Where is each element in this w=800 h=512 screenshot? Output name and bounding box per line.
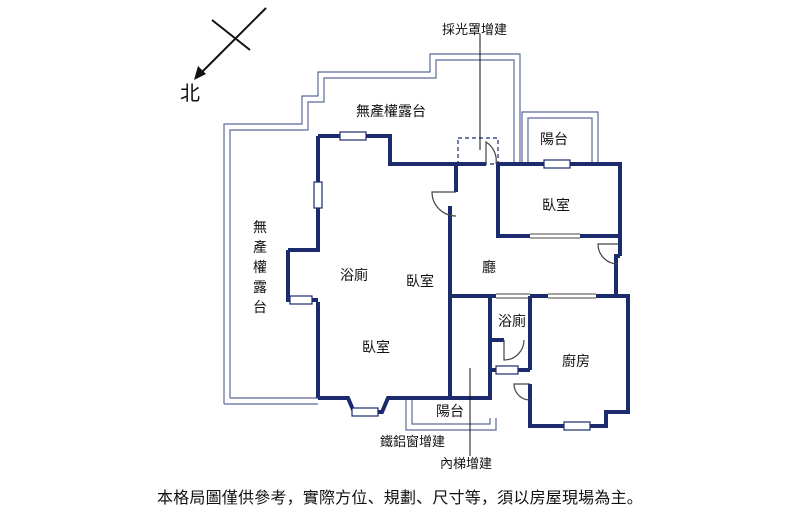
skylight-extension-label: 採光罩增建 [442, 23, 507, 38]
compass-arrowhead-icon [194, 66, 206, 80]
compass-north-label: 北 [180, 81, 200, 105]
aluminum-window-extension-label: 鐵鋁窗增建 [380, 434, 445, 450]
compass: 北 [180, 7, 267, 105]
door-swings [431, 140, 619, 401]
room-label-terrace-left: 無產權露台 [253, 220, 267, 316]
compass-cross-icon [211, 19, 251, 51]
room-label-bedroom-bottom-left: 臥室 [362, 339, 390, 356]
windows [289, 131, 591, 431]
room-label-bedroom-main: 臥室 [406, 273, 434, 290]
sliding-doors [496, 233, 596, 299]
disclaimer-text: 本格局圖僅供參考，實際方位、規劃、尺寸等，須以房屋現場為主。 [156, 488, 643, 507]
compass-arrow-icon [199, 7, 267, 75]
room-label-balcony-top-right: 陽台 [540, 132, 568, 148]
room-label-balcony-bottom: 陽台 [436, 404, 464, 420]
walls [286, 134, 630, 428]
room-label-bath-left: 浴廁 [340, 267, 368, 284]
room-label-bath-center: 浴廁 [498, 313, 526, 330]
terrace-outline [223, 53, 599, 431]
room-label-hall: 廳 [482, 259, 496, 276]
room-label-kitchen: 廚房 [562, 353, 590, 370]
skylight-box [457, 137, 499, 165]
room-label-bedroom-right: 臥室 [542, 197, 570, 214]
internal-stairs-extension-label: 內梯增建 [440, 457, 492, 472]
room-label-terrace-top: 無產權露台 [356, 103, 426, 120]
room-label-terrace-left-text: 無產權露台 [253, 220, 267, 316]
